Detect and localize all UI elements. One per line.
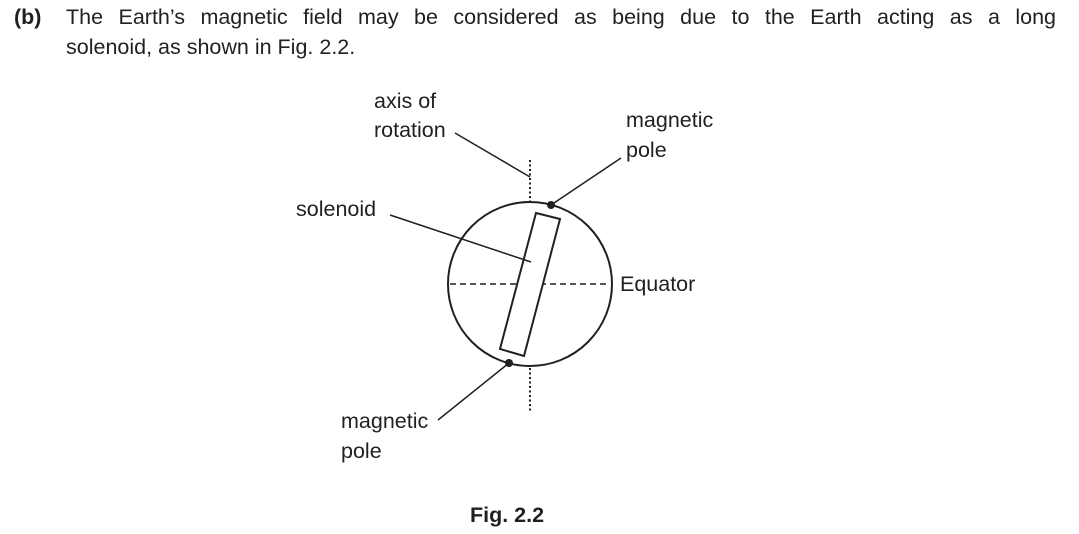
top-pole-leader-line <box>550 157 622 206</box>
axis-label-line-1: axis of <box>374 89 437 113</box>
bottom-magnetic-pole-dot <box>505 359 513 367</box>
earth-circle <box>447 201 613 367</box>
figure-caption: Fig. 2.2 <box>470 503 545 527</box>
question-text-line-1: The Earth’s magnetic field may be consid… <box>66 5 1056 29</box>
bottom-pole-leader-line <box>437 362 510 421</box>
solenoid-label: solenoid <box>296 197 377 221</box>
axis-leader-line <box>454 132 531 178</box>
equator-label: Equator <box>620 272 696 296</box>
solenoid-rectangle <box>498 211 562 358</box>
top-pole-label-line-1: magnetic <box>626 108 714 132</box>
question-part-label: (b) <box>14 5 42 29</box>
top-magnetic-pole-dot <box>547 201 555 209</box>
bottom-pole-label-line-1: magnetic <box>341 409 429 433</box>
top-pole-label-line-2: pole <box>626 138 667 162</box>
axis-label-line-2: rotation <box>374 118 446 142</box>
question-text-line-2: solenoid, as shown in Fig. 2.2. <box>66 35 356 59</box>
solenoid-leader-line <box>389 214 532 263</box>
bottom-pole-label-line-2: pole <box>341 439 382 463</box>
